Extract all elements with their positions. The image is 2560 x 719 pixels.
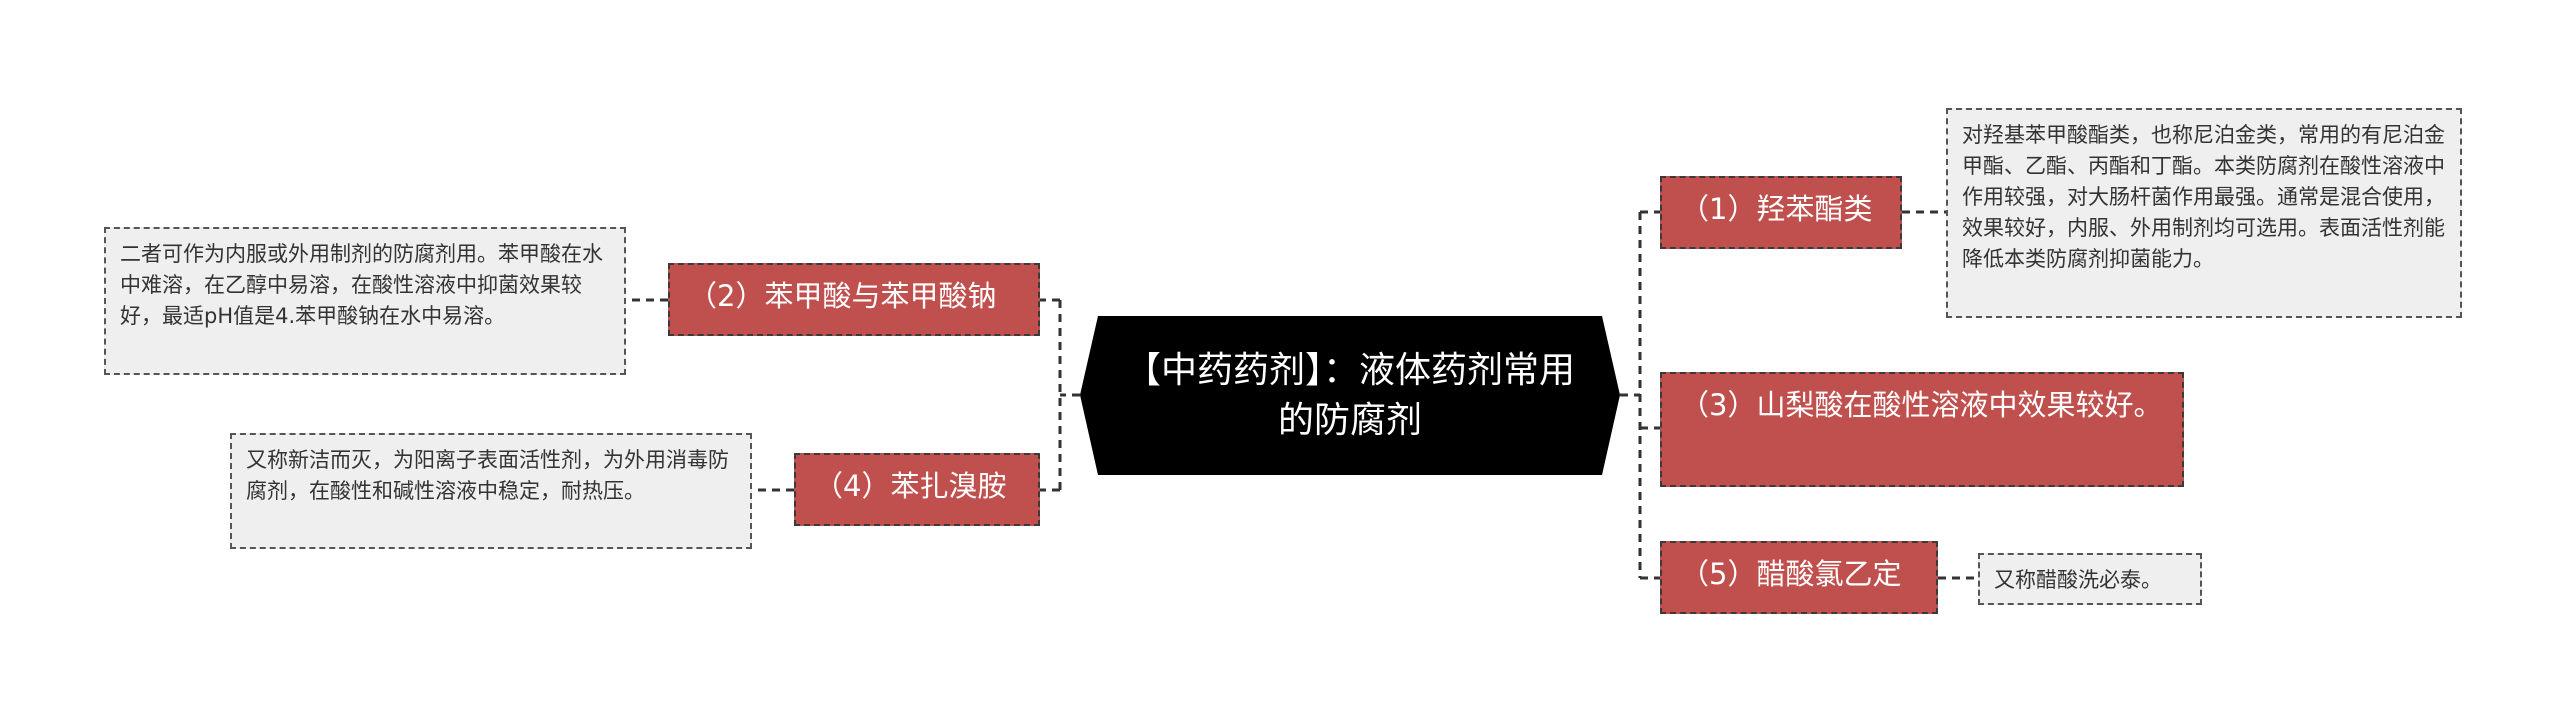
topic-sorbic-acid-label: （3）山梨酸在酸性溶液中效果较好。	[1680, 388, 2163, 422]
topic-parabens[interactable]: （1）羟苯酯类	[1660, 176, 1902, 249]
note-chlorhexidine-acetate: 又称醋酸洗必泰。	[1978, 553, 2202, 605]
note-parabens-text: 对羟基苯甲酸酯类，也称尼泊金类，常用的有尼泊金甲酯、乙酯、丙酯和丁酯。本类防腐剂…	[1962, 123, 2445, 271]
note-benzalkonium-bromide-text: 又称新洁而灭，为阳离子表面活性剂，为外用消毒防腐剂，在酸性和碱性溶液中稳定，耐热…	[246, 448, 729, 503]
topic-benzalkonium-bromide[interactable]: （4）苯扎溴胺	[794, 453, 1040, 526]
topic-chlorhexidine-acetate[interactable]: （5）醋酸氯乙定	[1660, 541, 1938, 614]
note-benzoic-acid-text: 二者可作为内服或外用制剂的防腐剂用。苯甲酸在水中难溶，在乙醇中易溶，在酸性溶液中…	[120, 242, 603, 328]
central-topic-title: 【中药药剂】：液体药剂常用的防腐剂	[1124, 349, 1575, 441]
connector-left-trunk	[1040, 298, 1080, 492]
topic-benzoic-acid[interactable]: （2）苯甲酸与苯甲酸钠	[668, 263, 1040, 336]
connector-right-trunk	[1620, 210, 1660, 580]
note-benzalkonium-bromide: 又称新洁而灭，为阳离子表面活性剂，为外用消毒防腐剂，在酸性和碱性溶液中稳定，耐热…	[230, 433, 752, 549]
central-topic[interactable]: 【中药药剂】：液体药剂常用的防腐剂	[1080, 316, 1620, 475]
topic-parabens-label: （1）羟苯酯类	[1680, 192, 1873, 226]
topic-chlorhexidine-acetate-label: （5）醋酸氯乙定	[1680, 557, 1902, 591]
note-benzoic-acid: 二者可作为内服或外用制剂的防腐剂用。苯甲酸在水中难溶，在乙醇中易溶，在酸性溶液中…	[104, 227, 626, 375]
note-parabens: 对羟基苯甲酸酯类，也称尼泊金类，常用的有尼泊金甲酯、乙酯、丙酯和丁酯。本类防腐剂…	[1946, 108, 2462, 318]
topic-benzoic-acid-label: （2）苯甲酸与苯甲酸钠	[688, 279, 997, 313]
note-chlorhexidine-acetate-text: 又称醋酸洗必泰。	[1994, 568, 2162, 592]
topic-benzalkonium-bromide-label: （4）苯扎溴胺	[814, 469, 1007, 503]
central-topic-shape	[1080, 316, 1620, 475]
topic-sorbic-acid[interactable]: （3）山梨酸在酸性溶液中效果较好。	[1660, 372, 2184, 487]
